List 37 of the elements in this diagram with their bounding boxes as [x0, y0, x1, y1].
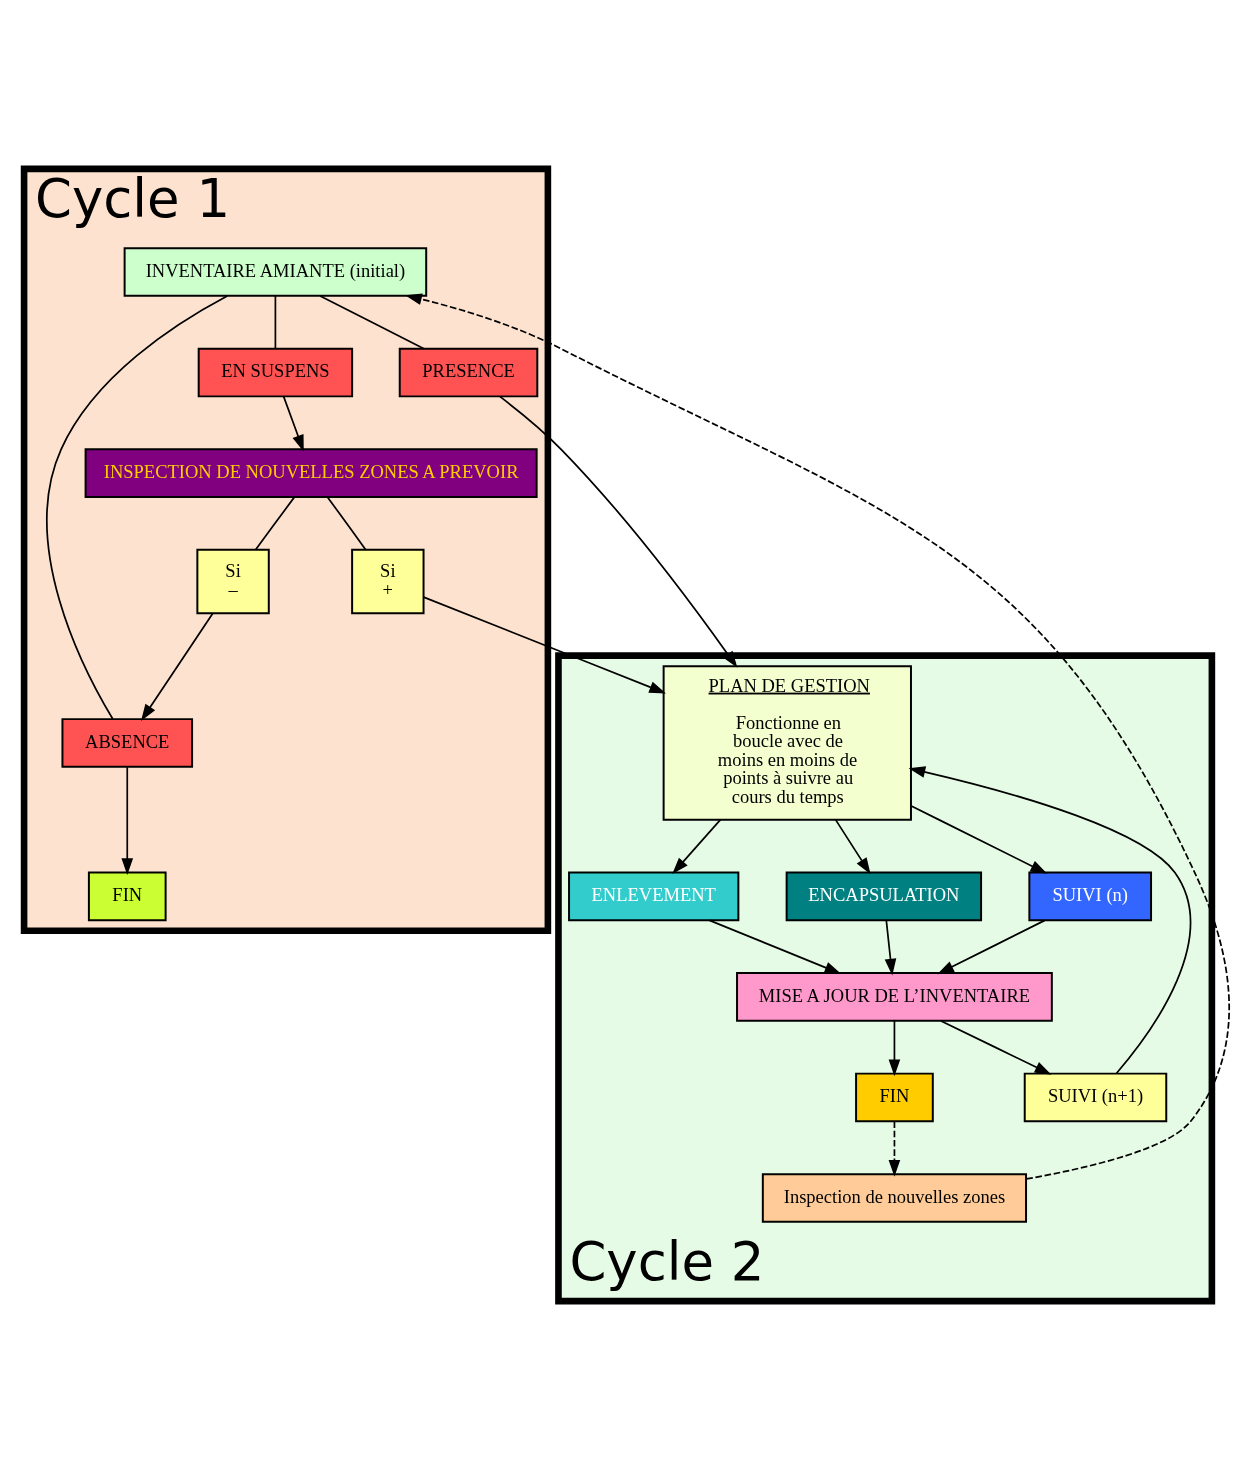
arrow	[888, 1120, 901, 1177]
node-box: EN SUSPENS	[197, 347, 354, 398]
arrow	[405, 293, 1231, 1180]
node-box: PRESENCE	[398, 347, 539, 398]
arrow	[884, 919, 897, 976]
connector	[46, 295, 229, 720]
arrow	[499, 395, 738, 668]
arrow	[834, 818, 871, 875]
connector	[274, 295, 277, 350]
arrow	[672, 818, 722, 875]
node-box: FIN	[855, 1072, 934, 1123]
node-box: FIN	[87, 871, 167, 922]
arrow	[940, 1020, 1052, 1075]
node-box: INSPECTION DE NOUVELLES ZONES A PREVOIR	[84, 448, 538, 498]
arrow	[141, 612, 214, 721]
arrow	[888, 1020, 901, 1077]
arrow	[937, 919, 1046, 975]
arrow	[282, 395, 304, 452]
arrow	[908, 766, 1192, 1075]
node-box: SUIVI (n+1)	[1023, 1072, 1168, 1123]
node-box: ENCAPSULATION	[785, 871, 983, 922]
arrow	[121, 766, 134, 876]
node-box: ENLEVEMENT	[568, 871, 740, 922]
node-box: Si +	[351, 548, 425, 615]
node-box: MISE A JOUR DE L’INVENTAIRE	[736, 972, 1053, 1022]
node-box: SUIVI (n)	[1028, 871, 1153, 922]
node-box: Inspection de nouvelles zones	[761, 1173, 1028, 1223]
node-box: PLAN DE GESTION Fonctionne en boucle avec de moins en moins de points à suivre au cours du temps	[662, 665, 912, 821]
arrow	[422, 596, 666, 694]
node-box: Si –	[196, 548, 270, 615]
arrow	[910, 805, 1048, 874]
node-box: INVENTAIRE AMIANTE (initial)	[123, 247, 428, 297]
arrow	[708, 919, 842, 974]
connector	[254, 496, 296, 551]
node-box: ABSENCE	[61, 718, 194, 768]
connector	[319, 295, 425, 350]
connector	[326, 496, 367, 551]
